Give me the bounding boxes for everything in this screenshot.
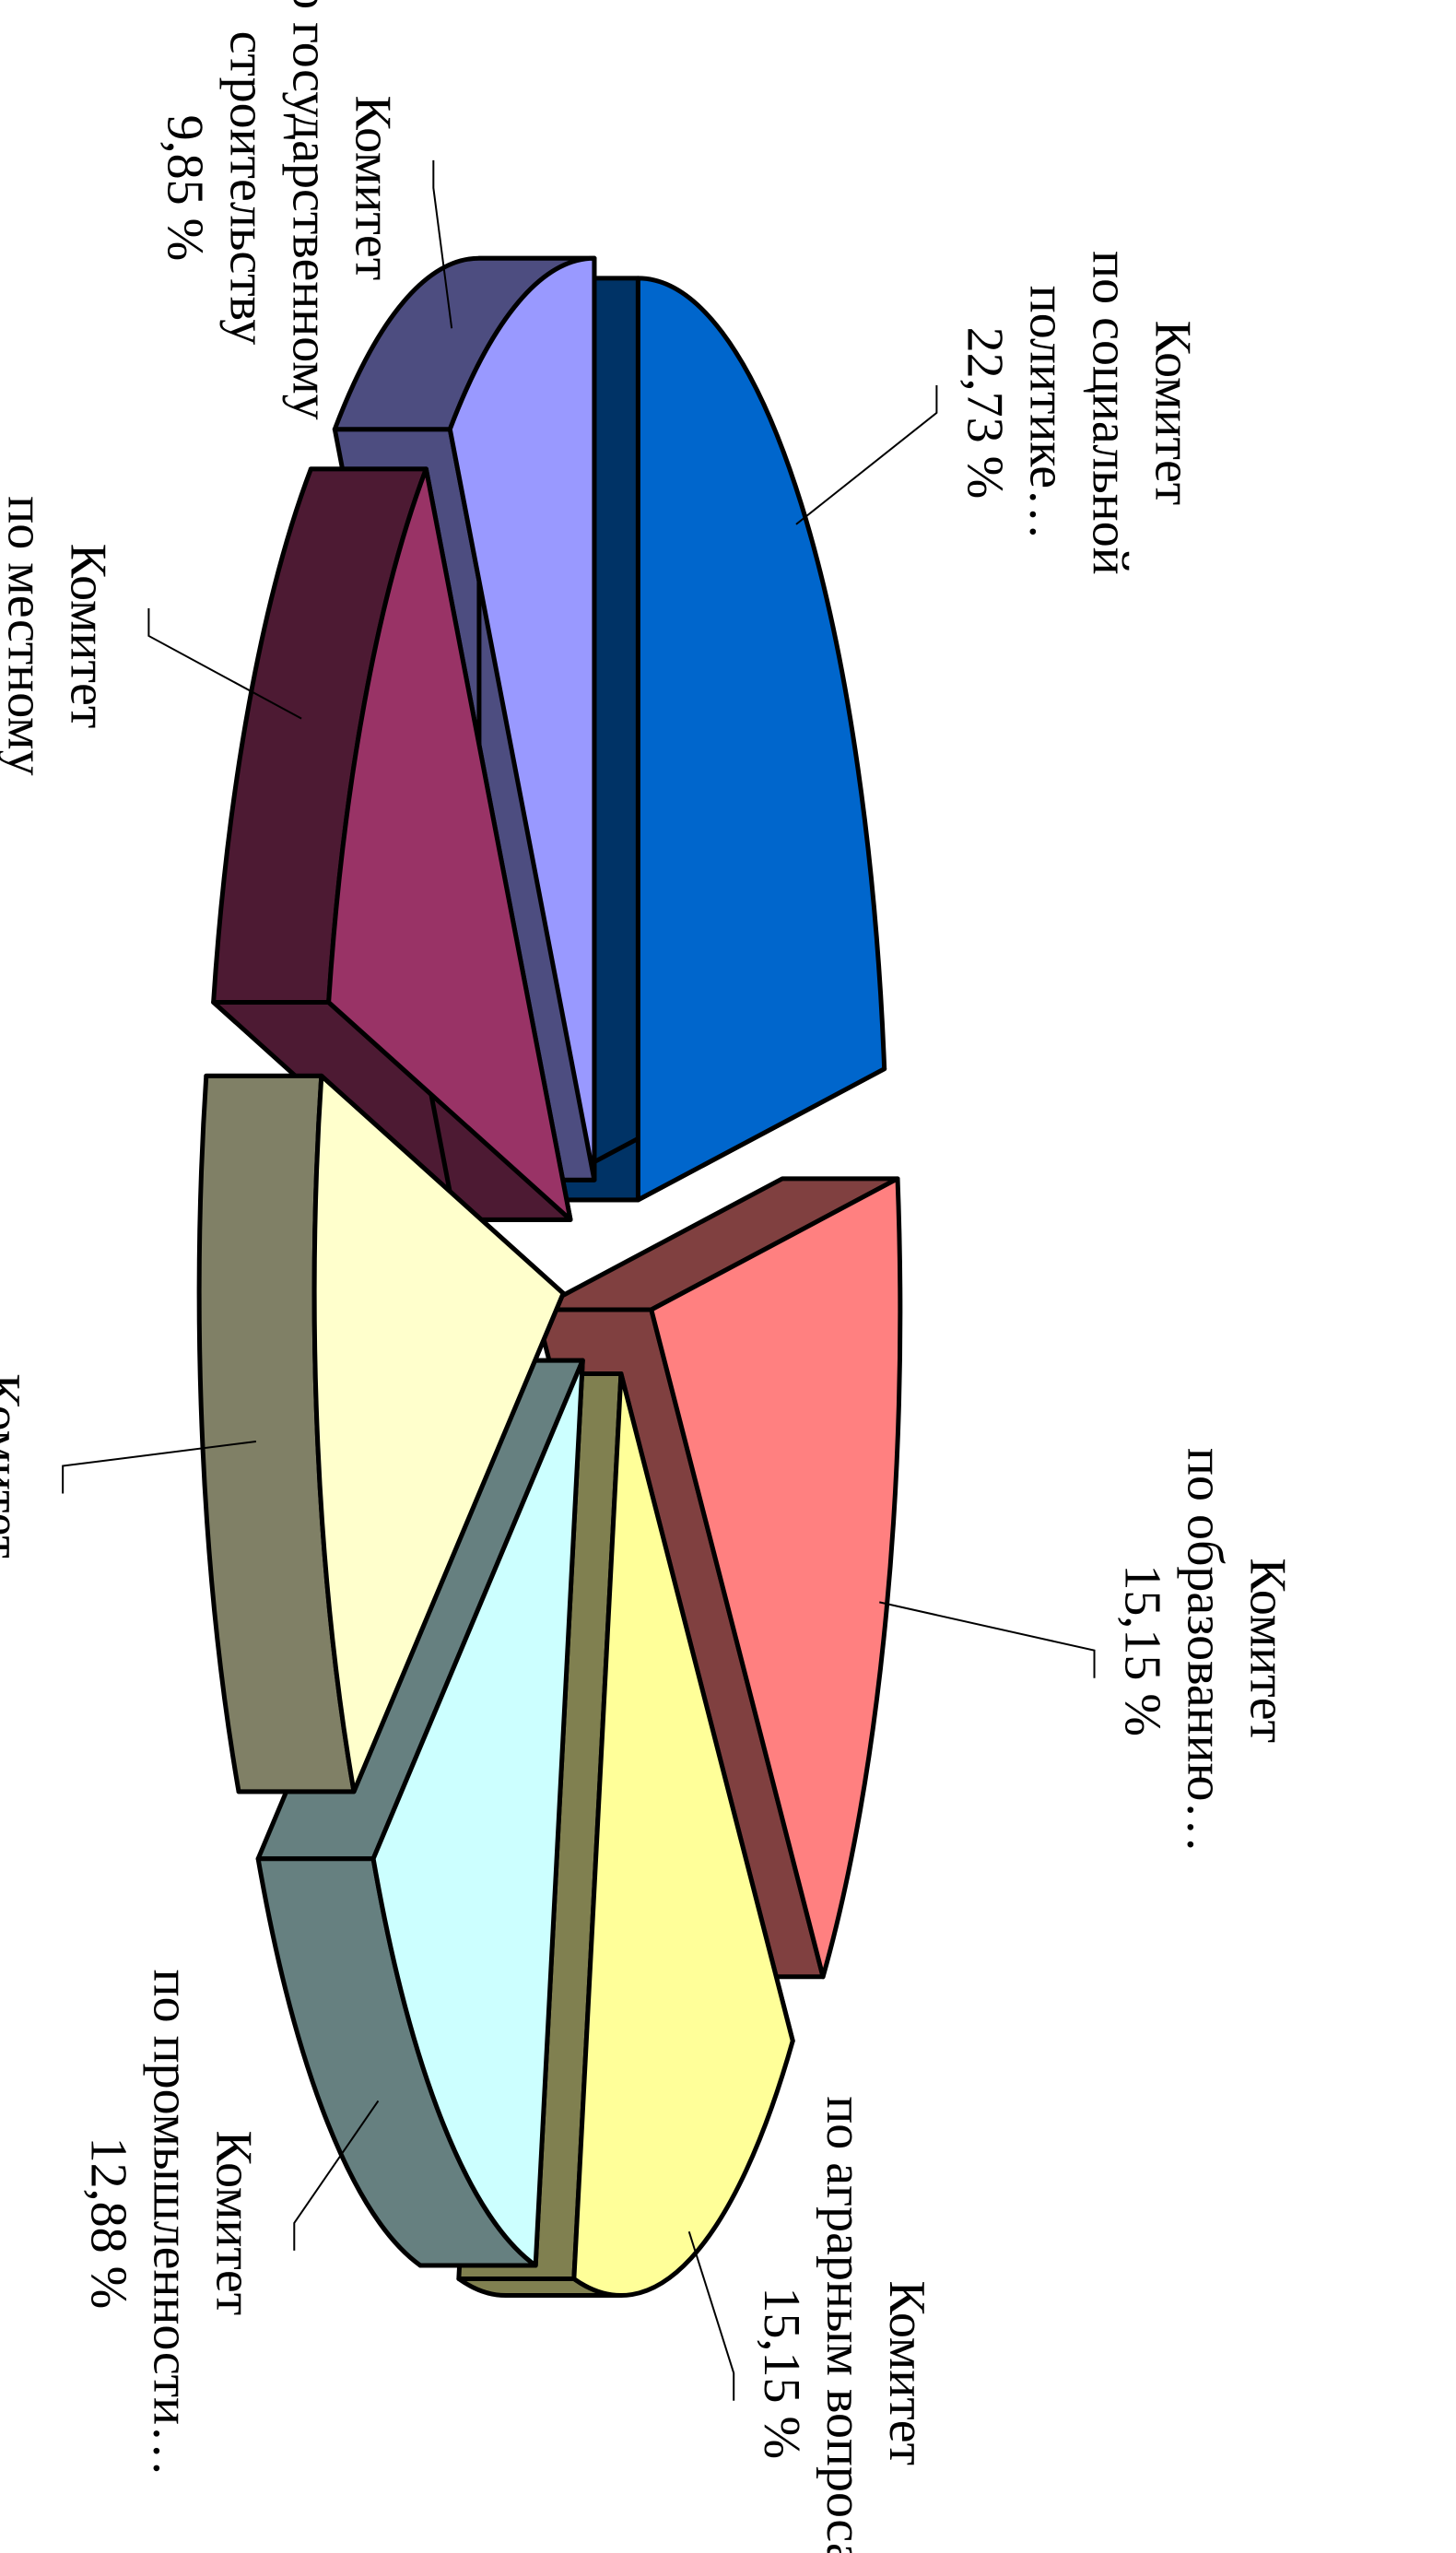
slice-3-top — [370, 1358, 585, 2268]
leader-lines — [62, 159, 1096, 2401]
leader-line-3 — [293, 2100, 380, 2251]
slice-label-6-line-1: по государственному — [281, 0, 338, 420]
slice-2-top — [571, 1371, 795, 2298]
slice-label-4: Комитетпо бюджету…12,88 % — [0, 1310, 30, 1622]
slice-label-3-line-1: по промышленности… — [142, 1970, 199, 2477]
slice-label-2-line-1: по аграрным вопросам… — [816, 2096, 873, 2553]
leader-line-6 — [432, 159, 453, 329]
slice-4 — [196, 1073, 566, 1794]
leader-line-1 — [879, 1601, 1096, 1678]
slice-label-0-line-2: политике… — [1018, 286, 1075, 540]
leader-line-2 — [687, 2230, 735, 2401]
slice-5-top — [326, 466, 573, 1222]
slice-label-6: Комитетпо государственномустроительству9… — [156, 0, 401, 420]
slice-label-4-line-0: Комитет — [0, 1373, 30, 1559]
slice-4-top — [311, 1073, 566, 1794]
slice-6-top — [447, 255, 597, 1182]
slice-label-1: Комитетпо образованию…15,15 % — [1114, 1448, 1297, 1853]
slice-label-0: Комитетпо социальнойполитике…22,73 % — [956, 251, 1201, 575]
leader-line-0 — [795, 384, 938, 525]
slice-label-5: Комитетпо местномусамоуправлению…11,36 % — [0, 425, 116, 848]
leader-line-5 — [147, 607, 302, 720]
slice-5 — [211, 466, 573, 1222]
slice-label-6-line-0: Комитет — [344, 96, 401, 281]
slice-label-5-line-0: Комитет — [59, 544, 116, 729]
slice-labels: Комитетпо социальнойполитике…22,73 %Коми… — [0, 0, 1297, 2553]
slice-label-6-line-3: 9,85 % — [156, 115, 213, 262]
slice-label-2-line-0: Комитет — [878, 2280, 935, 2465]
slice-label-6-line-2: строительству — [218, 31, 276, 346]
slice-label-1-line-1: по образованию… — [1177, 1448, 1234, 1853]
slice-label-3: Комитетпо промышленности…12,88 % — [79, 1970, 262, 2477]
slice-label-0-line-0: Комитет — [1144, 321, 1201, 506]
slice-label-1-line-2: 15,15 % — [1114, 1564, 1171, 1736]
slice-label-2-line-2: 15,15 % — [753, 2287, 810, 2459]
slice-label-0-line-1: по социальной — [1081, 251, 1138, 575]
slice-label-3-line-0: Комитет — [205, 2131, 262, 2316]
slice-label-5-line-1: по местному — [0, 496, 53, 775]
slice-0-top — [635, 276, 887, 1203]
slice-label-1-line-0: Комитет — [1239, 1558, 1297, 1743]
slice-label-0-line-3: 22,73 % — [956, 327, 1013, 500]
slice-label-3-line-2: 12,88 % — [79, 2137, 136, 2310]
leader-line-4 — [62, 1441, 257, 1494]
slice-1-top — [649, 1176, 903, 1980]
slice-label-2: Комитетпо аграрным вопросам…15,15 % — [753, 2096, 935, 2553]
pie-slices — [196, 255, 903, 2299]
